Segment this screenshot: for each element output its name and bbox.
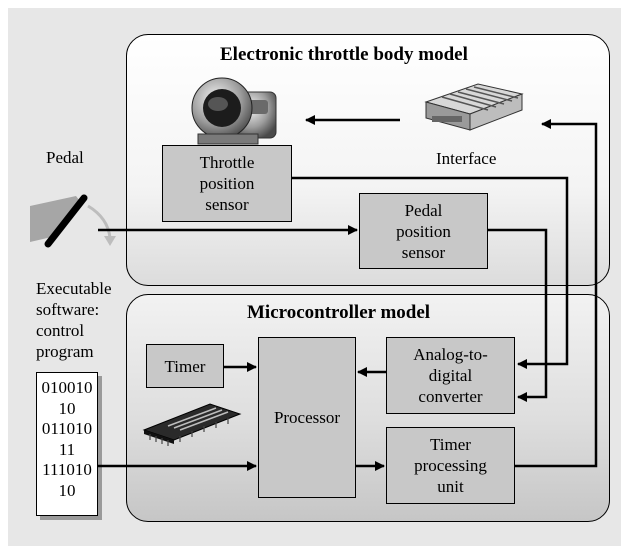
control-program-listing: 010010 10 011010 11 111010 10	[36, 372, 98, 516]
timer-processing-unit-block: Timer processing unit	[386, 427, 515, 504]
timer-block: Timer	[146, 344, 224, 388]
ecu-interface-icon	[424, 83, 524, 131]
throttle-sensor-line-1: Throttle	[199, 153, 255, 172]
adc-line-1: Analog-to-	[413, 345, 488, 364]
adc-line-2: digital	[428, 366, 473, 385]
throttle-sensor-line-3: sensor	[205, 195, 249, 214]
pedal-sensor-line-3: sensor	[401, 242, 446, 262]
timer-label: Timer	[164, 356, 206, 376]
tpu-to-interface-wire	[515, 119, 598, 468]
executable-label-line-2: software:	[36, 300, 100, 319]
executable-label-line-4: program	[36, 342, 94, 361]
code-line: 011010	[41, 419, 93, 438]
code-line: 10	[58, 480, 76, 500]
processor-block: Processor	[258, 337, 356, 498]
throttle-body-icon	[191, 77, 277, 145]
pedal-label: Pedal	[46, 148, 84, 167]
code-line: 111010	[42, 460, 92, 479]
adc-line-3: converter	[418, 387, 483, 406]
microchip-icon	[142, 403, 242, 446]
tpu-line-1: Timer	[430, 435, 471, 454]
code-line: 010010	[41, 378, 93, 397]
pedal-sensor-line-2: position	[396, 221, 451, 241]
executable-label-line-1: Executable	[36, 279, 112, 298]
pedal-sensor-line-1: Pedal	[404, 200, 443, 220]
mcu-model-title: Microcontroller model	[247, 302, 431, 323]
code-line: 10	[58, 398, 76, 418]
etb-model-title: Electronic throttle body model	[220, 44, 468, 65]
tpu-line-3: unit	[437, 477, 464, 496]
processor-label: Processor	[273, 408, 341, 427]
executable-label-line-3: control	[36, 321, 85, 340]
throttle-position-sensor-block: Throttle position sensor	[162, 145, 292, 222]
throttle-sensor-line-2: position	[199, 174, 255, 193]
tpu-line-2: processing	[414, 456, 487, 475]
code-line: 11	[58, 439, 76, 459]
pedal-icon	[30, 194, 116, 248]
pedal-position-sensor-block: Pedal position sensor	[359, 193, 488, 269]
adc-block: Analog-to- digital converter	[386, 337, 515, 414]
interface-label: Interface	[436, 149, 497, 168]
throttle-sensor-to-adc-wire	[292, 176, 569, 369]
pedal-sensor-to-adc-wire	[488, 228, 548, 402]
